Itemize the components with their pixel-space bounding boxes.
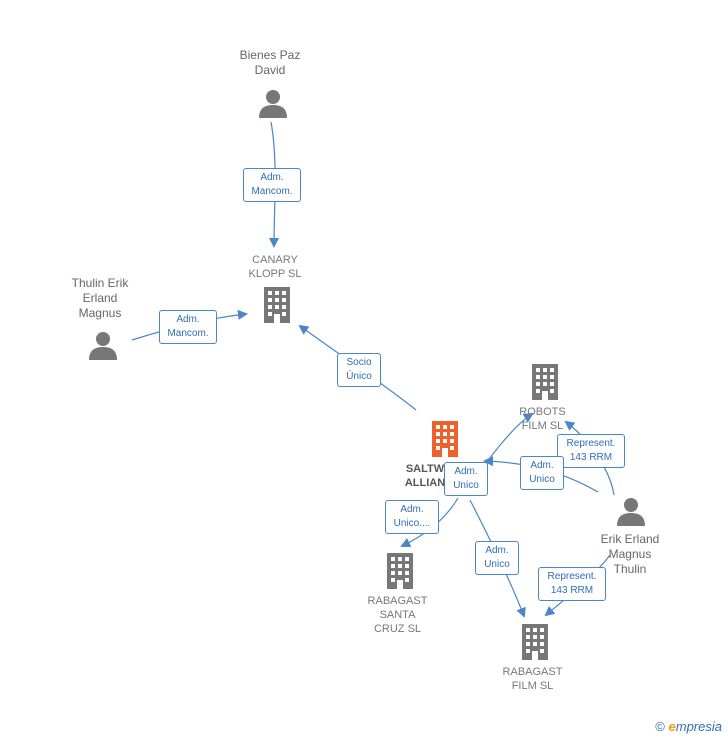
building-icon[interactable] — [530, 364, 560, 400]
edge-label-adm-mancom-thulin[interactable]: Adm. Mancom. — [159, 310, 217, 344]
edge-label-adm-unico-santa[interactable]: Adm. Unico.... — [385, 500, 439, 534]
node-label-canary-klopp[interactable]: CANARY KLOPP SL — [248, 254, 302, 280]
person-icon[interactable] — [258, 88, 288, 118]
edge-label-represent-film[interactable]: Represent. 143 RRM — [538, 567, 606, 601]
edge-label-adm-unico-robots[interactable]: Adm. Unico — [444, 462, 488, 496]
brand-name: mpresia — [675, 719, 722, 734]
node-label-erik-erland-magnus-thulin[interactable]: Erik Erland Magnus Thulin — [600, 532, 660, 576]
building-icon[interactable] — [430, 421, 460, 457]
person-icon[interactable] — [616, 496, 646, 526]
building-icon[interactable] — [520, 624, 550, 660]
brand-initial: e — [668, 719, 676, 734]
node-label-saltw-allian[interactable]: SALTW ALLIAN — [404, 463, 446, 489]
edge-label-socio-unico[interactable]: Socio Único — [337, 353, 381, 387]
edge-label-represent-robots[interactable]: Represent. 143 RRM — [557, 434, 625, 468]
brand-logo: © empresia — [655, 719, 722, 734]
building-icon[interactable] — [262, 287, 292, 323]
node-label-robots-film[interactable]: ROBOTS FILM SL — [519, 406, 566, 432]
building-icon[interactable] — [385, 553, 415, 589]
copyright-icon: © — [655, 719, 665, 734]
edge-label-adm-mancom-bienes[interactable]: Adm. Mancom. — [243, 168, 301, 202]
node-label-bienes-paz-david[interactable]: Bienes Paz David — [239, 48, 301, 77]
node-label-thulin-erik-erland-magnus[interactable]: Thulin Erik Erland Magnus — [71, 276, 129, 320]
person-icon[interactable] — [88, 330, 118, 360]
edge-label-adm-unico-erik[interactable]: Adm. Unico — [520, 456, 564, 490]
node-label-rabagast-santa-cruz[interactable]: RABAGAST SANTA CRUZ SL — [367, 595, 428, 635]
edge-label-adm-unico-film[interactable]: Adm. Unico — [475, 541, 519, 575]
node-label-rabagast-film[interactable]: RABAGAST FILM SL — [502, 666, 563, 692]
